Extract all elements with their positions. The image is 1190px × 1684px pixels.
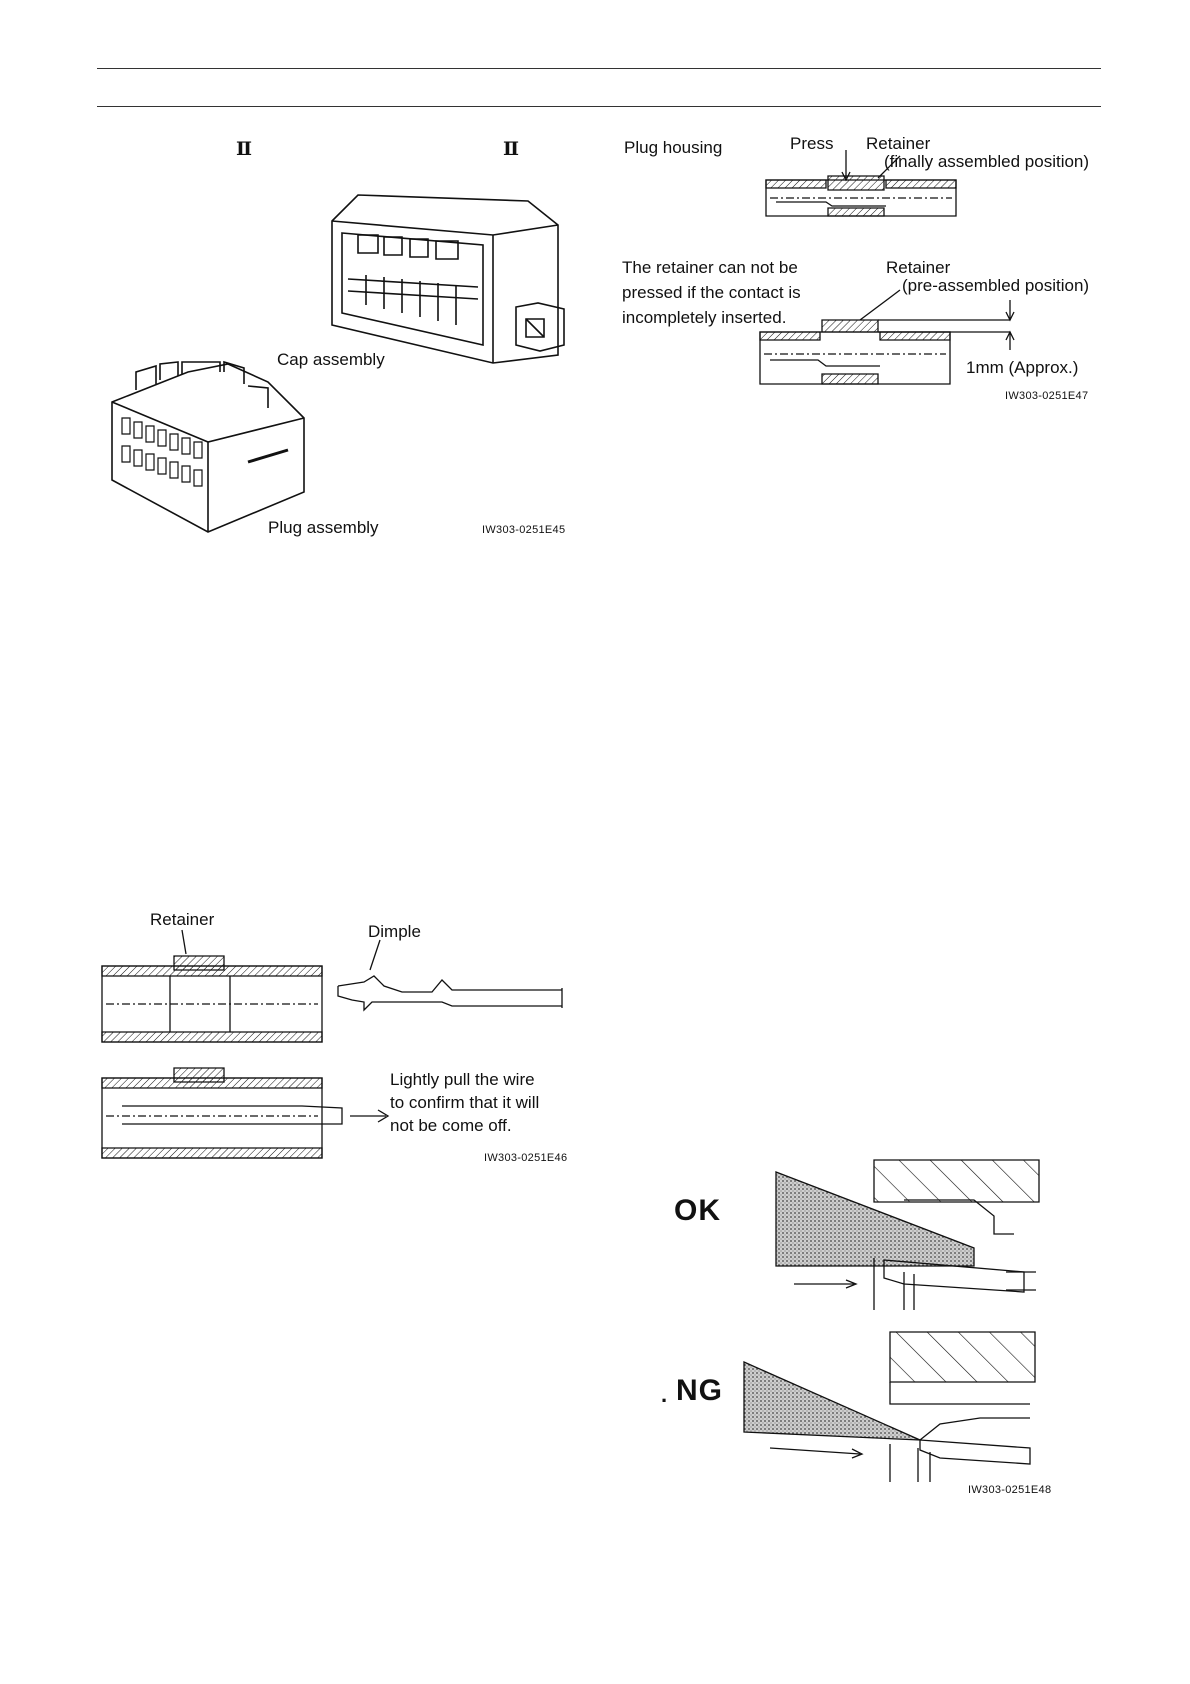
ok-drawing xyxy=(774,1160,1044,1310)
figure3-code: IW303-0251E46 xyxy=(484,1152,568,1164)
plug-assembly-drawing xyxy=(108,362,308,537)
cap-assembly-drawing xyxy=(318,195,588,365)
dimension-label: 1mm (Approx.) xyxy=(966,358,1079,377)
ng-drawing xyxy=(740,1332,1040,1482)
header-rule-top xyxy=(97,68,1101,69)
retainer-label-fig3: Retainer xyxy=(150,910,215,929)
roman-numeral-left: Ⅱ xyxy=(236,139,253,160)
pull-note-line-3: not be come off. xyxy=(390,1116,512,1135)
pre-position-label: (pre-assembled position) xyxy=(902,276,1090,295)
ok-label: OK xyxy=(674,1194,721,1227)
retainer-label-final: Retainer xyxy=(866,134,931,153)
header-rule-bottom xyxy=(97,106,1101,107)
plug-housing-label: Plug housing xyxy=(624,138,723,157)
final-position-label: (finally assembled position) xyxy=(884,152,1090,171)
pull-note-line-1: Lightly pull the wire xyxy=(390,1070,535,1089)
plug-assembly-label: Plug assembly xyxy=(268,518,379,537)
retainer-label-pre: Retainer xyxy=(886,258,951,277)
roman-numeral-right: Ⅱ xyxy=(503,139,520,160)
cap-assembly-label: Cap assembly xyxy=(277,350,385,369)
press-label: Press xyxy=(790,134,834,153)
retainer-note-line-3: incompletely inserted. xyxy=(622,308,787,327)
figure4-code: IW303-0251E48 xyxy=(968,1484,1052,1496)
ng-label: NG xyxy=(676,1374,723,1407)
housing-final-drawing xyxy=(766,150,956,220)
figure2-code: IW303-0251E47 xyxy=(1005,390,1089,402)
dimple-label: Dimple xyxy=(368,922,421,941)
ng-prefix: . xyxy=(661,1382,669,1407)
pull-note-line-2: to confirm that it will xyxy=(390,1093,540,1112)
housing-contact-drawing xyxy=(102,930,572,1050)
housing-pre-drawing xyxy=(760,290,1020,390)
housing-pull-drawing xyxy=(102,1062,392,1162)
figure1-code: IW303-0251E45 xyxy=(482,524,566,536)
retainer-note-line-1: The retainer can not be xyxy=(622,258,798,277)
retainer-note-line-2: pressed if the contact is xyxy=(622,283,801,302)
